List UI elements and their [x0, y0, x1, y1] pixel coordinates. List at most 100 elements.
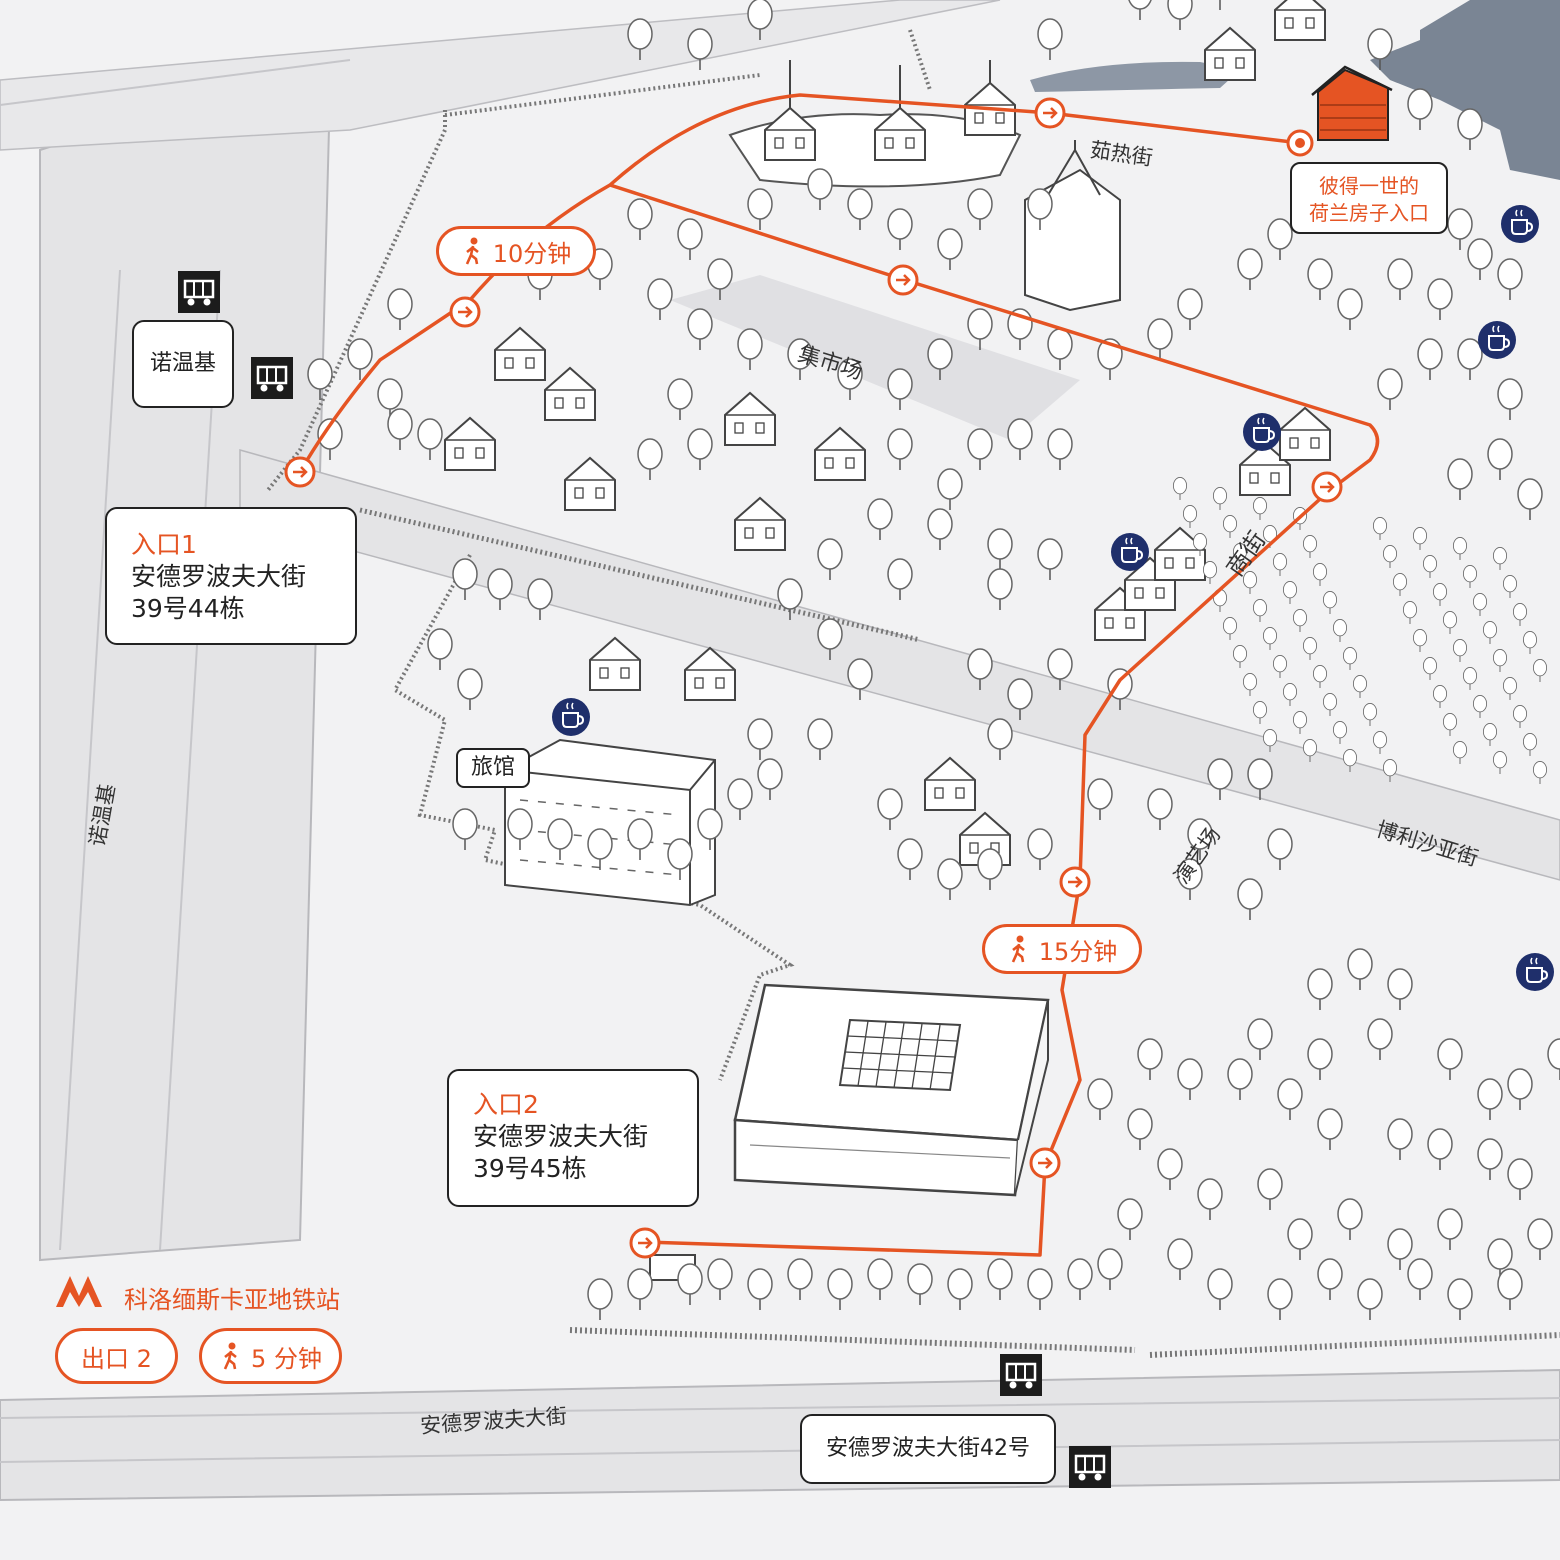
tree-icon	[457, 668, 483, 711]
tree-icon	[1167, 1238, 1193, 1281]
orchard-tree-icon	[1392, 573, 1408, 597]
tree-icon	[1127, 0, 1153, 21]
tree-icon	[1037, 538, 1063, 581]
tree-icon	[1287, 1218, 1313, 1261]
tree-icon	[527, 578, 553, 621]
fence-west	[266, 110, 447, 492]
entrance-1-callout[interactable]: 入口1 安德罗波夫大街 39号44栋	[105, 507, 357, 645]
orchard-tree-icon	[1452, 741, 1468, 765]
tree-icon	[1147, 788, 1173, 831]
tree-icon	[427, 628, 453, 671]
orchard-tree-icon	[1382, 545, 1398, 569]
metro-exit-label: 出口 2	[81, 1344, 152, 1373]
bus-icon	[249, 355, 295, 401]
metro-exit-pill: 出口 2	[55, 1328, 178, 1384]
tree-icon	[1527, 1218, 1553, 1261]
tree-icon	[1507, 1068, 1533, 1111]
tree-icon	[1377, 368, 1403, 411]
route-arrow	[629, 1227, 661, 1259]
tree-icon	[687, 28, 713, 71]
orchard-tree-icon	[1532, 761, 1548, 785]
dutch-house-callout[interactable]: 彼得一世的 荷兰房子入口	[1290, 162, 1448, 234]
tree-icon	[487, 568, 513, 611]
tree-icon	[627, 1268, 653, 1311]
tree-icon	[1307, 968, 1333, 1011]
exhibition-hall	[733, 983, 1050, 1197]
cafe-icon	[1110, 532, 1150, 572]
fence-south	[569, 1327, 1560, 1358]
tree-icon	[967, 188, 993, 231]
orchard-tree-icon	[1402, 601, 1418, 625]
orchard-tree-icon	[1252, 497, 1268, 521]
church-complex	[728, 60, 1022, 188]
tree-icon	[987, 1258, 1013, 1301]
orchard-tree-icon	[1512, 603, 1528, 627]
tree-icon	[1087, 778, 1113, 821]
walking-route	[298, 93, 1380, 1257]
tree-icon	[1437, 1038, 1463, 1081]
orchard-tree-icon	[1492, 649, 1508, 673]
tree-icon	[1317, 1258, 1343, 1301]
tree-icon	[817, 538, 843, 581]
tree-icon	[727, 778, 753, 821]
metro-walk-label: 5 分钟	[251, 1344, 322, 1373]
cafe-icon	[1477, 320, 1517, 360]
tree-icon	[1337, 1198, 1363, 1241]
tree-icon	[1407, 1258, 1433, 1301]
tree-icon	[877, 788, 903, 831]
walk-time-right-pill: 15分钟	[982, 924, 1142, 974]
bus-stop-nuowenji-callout[interactable]: 诺温基	[132, 320, 234, 408]
tree-icon	[937, 468, 963, 511]
orchard-tree-icon	[1222, 617, 1238, 641]
hotel-label-text: 旅馆	[470, 755, 515, 780]
tree-icon	[452, 808, 478, 851]
tree-icon	[1207, 1268, 1233, 1311]
tree-icon	[387, 288, 413, 331]
orchard-tree-icon	[1492, 547, 1508, 571]
orchard-tree-icon	[1352, 675, 1368, 699]
orchard-tree-icon	[1302, 637, 1318, 661]
dutch-house[interactable]	[1311, 65, 1393, 141]
tree-icon	[1387, 258, 1413, 301]
tree-icon	[747, 718, 773, 761]
orchard-tree-icon	[1372, 731, 1388, 755]
fence-top	[444, 29, 932, 117]
orchard-tree-icon	[1422, 555, 1438, 579]
orchard-tree-icon	[1472, 593, 1488, 617]
orchard-tree-icon	[1532, 659, 1548, 683]
tree-icon	[967, 428, 993, 471]
orchard-tree-icon	[1332, 619, 1348, 643]
orchard-tree-icon	[1272, 553, 1288, 577]
road-lines	[0, 59, 1560, 1463]
orchard-tree-icon	[1332, 721, 1348, 745]
orchard-tree-icon	[1172, 477, 1188, 501]
route-arrow	[887, 264, 919, 296]
tree-icon	[687, 308, 713, 351]
tree-icon	[787, 1258, 813, 1301]
tree-icon	[887, 208, 913, 251]
orchard-tree-icon	[1482, 723, 1498, 747]
tree-icon	[1337, 288, 1363, 331]
tree-icon	[1547, 1038, 1560, 1081]
tree-icon	[1447, 1278, 1473, 1321]
route-arrow	[1029, 1147, 1061, 1179]
tree-icon	[1167, 0, 1193, 31]
tree-icon	[667, 378, 693, 421]
tree-icon	[1387, 968, 1413, 1011]
tree-icon	[1067, 1258, 1093, 1301]
tree-icon	[1347, 948, 1373, 991]
bus-stop-andropova42-callout[interactable]: 安德罗波夫大街42号	[800, 1414, 1056, 1484]
tree-icon	[1437, 1208, 1463, 1251]
tree-icon	[1487, 438, 1513, 481]
tree-icon	[1207, 758, 1233, 801]
route-arrow	[449, 296, 481, 328]
route-arrow	[1059, 866, 1091, 898]
tree-icon	[937, 228, 963, 271]
walk-time-right: 15分钟	[1038, 937, 1118, 966]
tree-icon	[737, 328, 763, 371]
entrance-2-callout[interactable]: 入口2 安德罗波夫大街 39号45栋	[447, 1069, 699, 1207]
orchard-tree-icon	[1282, 581, 1298, 605]
tree-icon	[937, 858, 963, 901]
orchard-tree-icon	[1462, 667, 1478, 691]
metro-walk-pill: 5 分钟	[199, 1328, 342, 1384]
